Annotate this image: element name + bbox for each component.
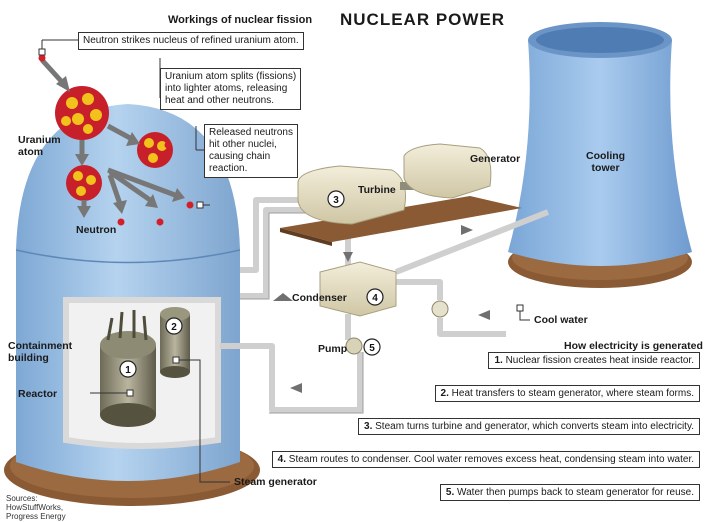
how-heading: How electricity is generated bbox=[564, 340, 703, 352]
marker-4: 4 bbox=[372, 293, 378, 304]
neutron-dots bbox=[38, 54, 194, 226]
fission-note-1: Neutron strikes nucleus of refined urani… bbox=[78, 32, 304, 50]
flow-arrows bbox=[273, 225, 490, 393]
reactor-label: Reactor bbox=[18, 388, 58, 400]
turbine-label: Turbine bbox=[358, 184, 396, 196]
reactor-vessel bbox=[100, 310, 156, 427]
step-1: 1. Nuclear fission creates heat inside r… bbox=[488, 352, 700, 369]
uranium-atoms bbox=[55, 86, 173, 201]
pipe-shading bbox=[240, 212, 364, 414]
fission-heading: Workings of nuclear fission bbox=[168, 14, 313, 26]
cool-water-valve bbox=[431, 300, 449, 318]
fission-arrows bbox=[40, 58, 185, 218]
turbine-platform bbox=[280, 196, 522, 246]
pump-shape bbox=[345, 337, 363, 355]
step-5: 5. Water then pumps back to steam genera… bbox=[439, 484, 700, 501]
sources: Sources:HowStuffWorks,Progress Energy bbox=[6, 494, 66, 521]
page-title: NUCLEAR POWER bbox=[340, 10, 506, 29]
generator-label: Generator bbox=[470, 153, 521, 165]
step-3: 3. Steam turns turbine and generator, wh… bbox=[358, 418, 700, 435]
step-4: 4. Steam routes to condenser. Cool water… bbox=[271, 451, 700, 468]
condenser-label: Condenser bbox=[292, 292, 347, 304]
marker-3: 3 bbox=[333, 195, 339, 206]
cool-water-label: Cool water bbox=[534, 314, 588, 326]
steam-generator-label: Steam generator bbox=[234, 476, 317, 488]
step-2: 2. Heat transfers to steam generator, wh… bbox=[434, 385, 700, 402]
generator-shape bbox=[403, 143, 492, 199]
fission-note-2: Uranium atom splits (fissions)into light… bbox=[160, 68, 302, 110]
pump-label: Pump bbox=[318, 343, 348, 355]
marker-5: 5 bbox=[369, 343, 375, 354]
number-markers bbox=[119, 190, 384, 378]
marker-1: 1 bbox=[125, 365, 131, 376]
cooling-tower-shape bbox=[508, 22, 692, 266]
neutron-label: Neutron bbox=[76, 224, 117, 236]
marker-2: 2 bbox=[171, 322, 177, 333]
condenser-shape bbox=[319, 261, 397, 317]
